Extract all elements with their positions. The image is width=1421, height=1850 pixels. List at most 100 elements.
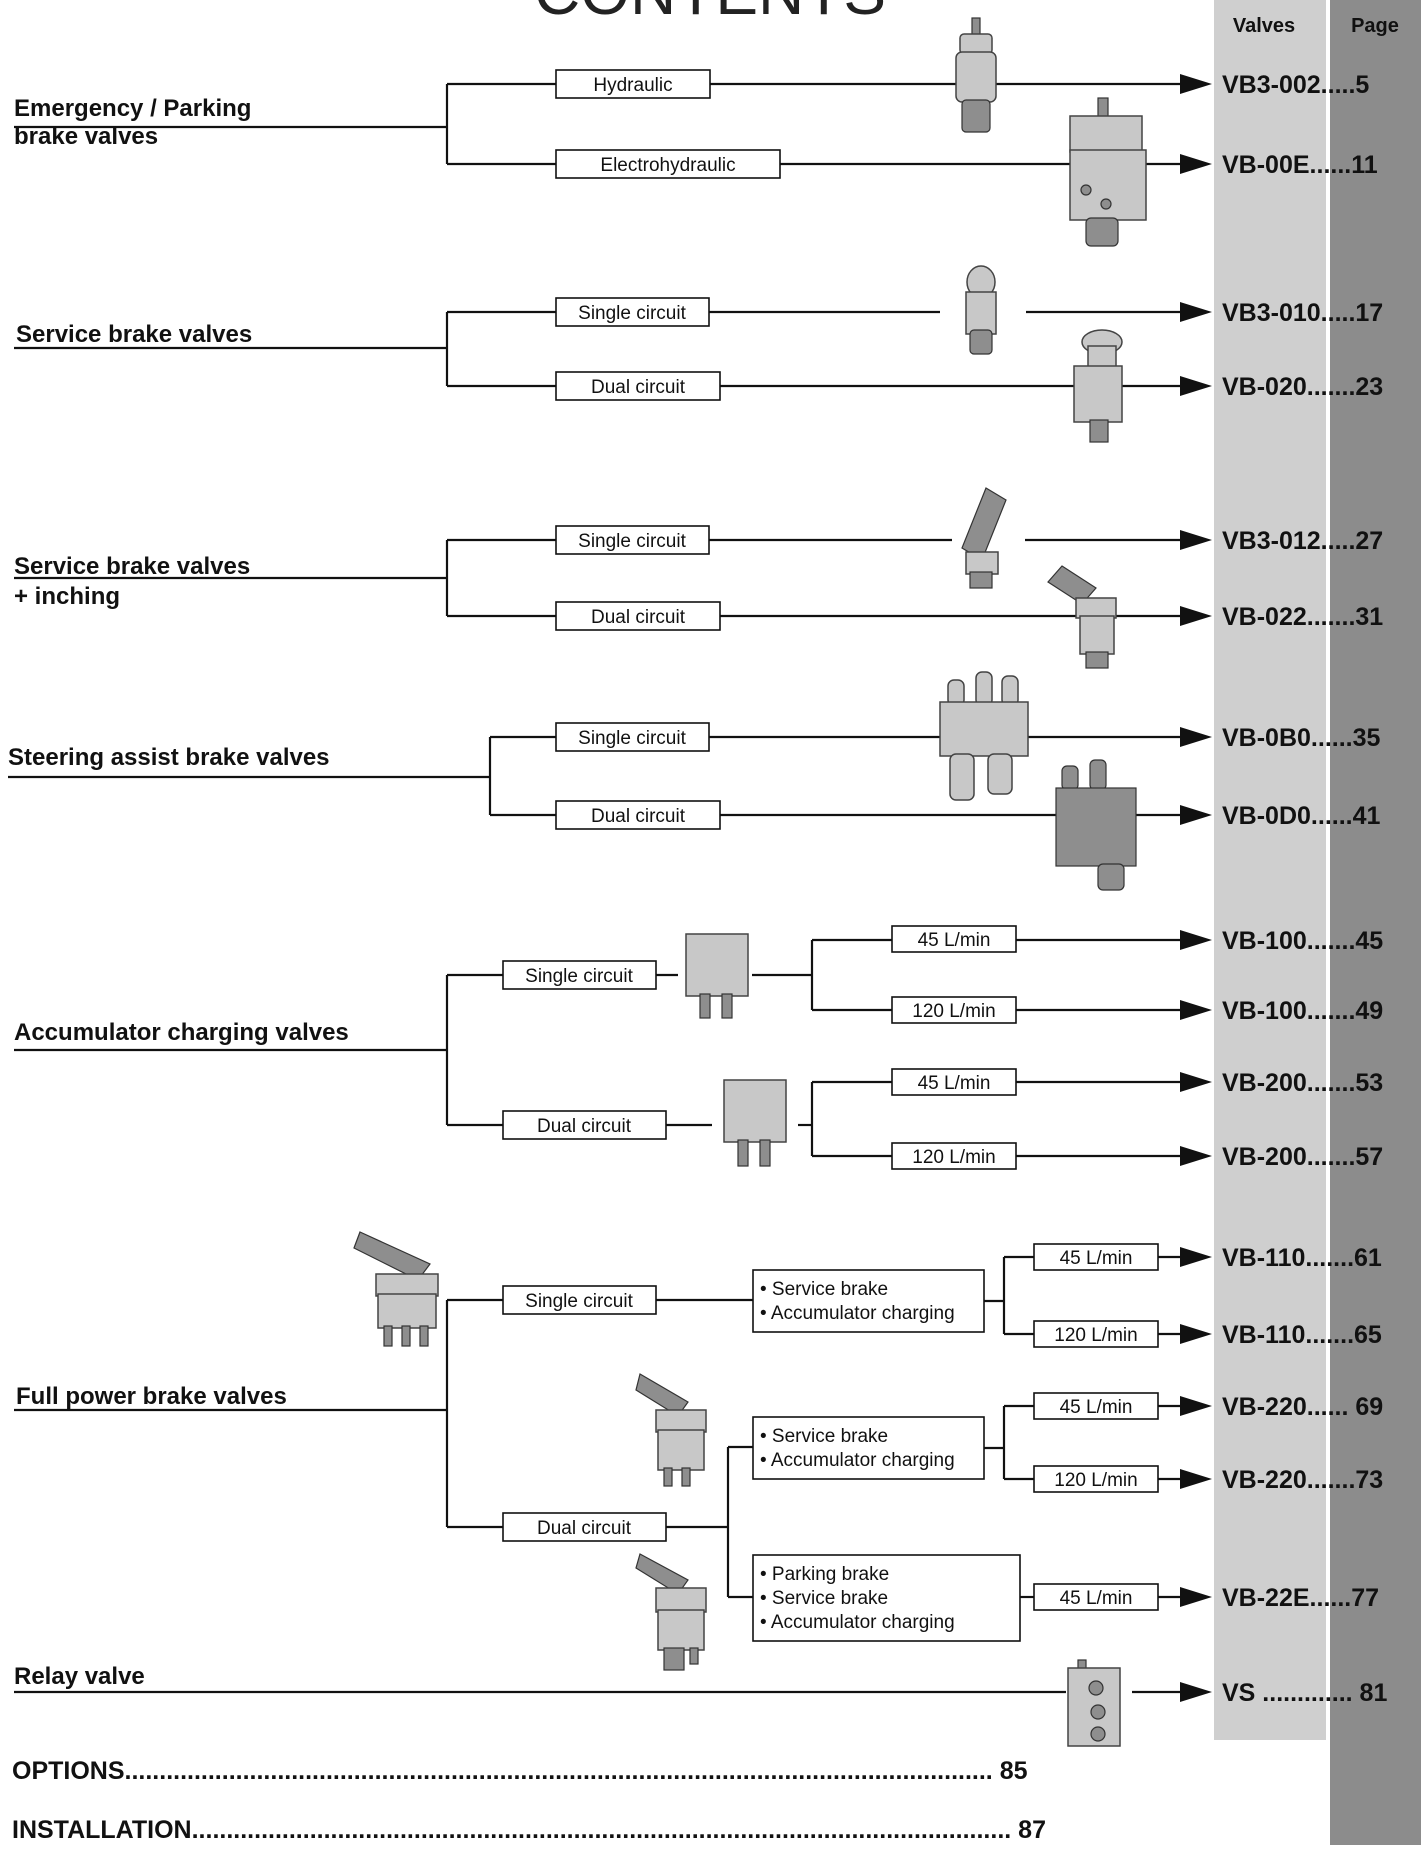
branch-box [502, 1285, 657, 1315]
valve-dots: ............. [1255, 1679, 1352, 1707]
branch-box [555, 297, 710, 327]
flow-label: 120 L/min [912, 1001, 995, 1022]
flow-label: 120 L/min [1054, 1325, 1137, 1346]
entry-arrowhead [1180, 1682, 1212, 1702]
valve-page: 53 [1355, 1069, 1383, 1097]
valve-entry: VB-020.......23 [1222, 373, 1383, 401]
entry-arrowhead [1180, 376, 1212, 396]
function-box [752, 1416, 985, 1480]
dual-pedal-valve-image [1047, 565, 1117, 669]
branch-label: Single circuit [525, 1291, 633, 1312]
valve-page: 27 [1355, 527, 1383, 555]
flow-label: 45 L/min [918, 1073, 991, 1094]
valve-page: 31 [1355, 603, 1383, 631]
function-line: • Service brake [760, 1279, 888, 1300]
valve-entry: VB-0B0......35 [1222, 724, 1381, 752]
valve-entry: VB-100.......49 [1222, 997, 1383, 1025]
valve-dots: ...... [1310, 1584, 1352, 1612]
entry-arrowhead [1180, 930, 1212, 950]
valve-entry: VB-110.......61 [1222, 1244, 1382, 1272]
valve-code: VB-0D0 [1222, 802, 1311, 830]
branch-label: Dual circuit [591, 806, 686, 827]
valve-code: VB-00E [1222, 151, 1310, 179]
valve-code: VB3-012 [1222, 527, 1321, 555]
single-steering-valve-image [939, 671, 1029, 801]
valve-entry: VB-110.......65 [1222, 1321, 1382, 1349]
valve-dots: ....... [1305, 1321, 1354, 1349]
valve-entry: VB-220.......73 [1222, 1466, 1383, 1494]
valve-dots: ...... [1307, 1393, 1349, 1421]
arrowheads [1180, 74, 1212, 1702]
flow-box [1033, 1320, 1159, 1348]
valve-dots: ....... [1305, 1244, 1354, 1272]
category-inching-line2: + inching [14, 583, 120, 610]
entry-arrowhead [1180, 530, 1212, 550]
valve-dots: ..... [1321, 299, 1356, 327]
branch-box [555, 800, 721, 830]
valve-page: 69 [1348, 1393, 1383, 1421]
flow-label: 120 L/min [1054, 1470, 1137, 1491]
category-service-brake: Service brake valves [16, 321, 252, 348]
valve-code: VB-0B0 [1222, 724, 1311, 752]
flow-label: 45 L/min [1060, 1588, 1133, 1609]
valves-column [1214, 0, 1326, 1740]
branch-box [555, 149, 781, 179]
flow-box [1033, 1583, 1159, 1611]
valve-code: VB-020 [1222, 373, 1307, 401]
valve-dots: ....... [1307, 1466, 1356, 1494]
valve-dots: ....... [1307, 1143, 1356, 1171]
valve-page: 81 [1353, 1679, 1388, 1707]
valve-page: 77 [1351, 1584, 1379, 1612]
flow-label: 45 L/min [1060, 1248, 1133, 1269]
full-power-dual-valve-image [635, 1373, 707, 1487]
options-dots: ........................................… [125, 1757, 993, 1785]
flow-label: 45 L/min [918, 930, 991, 951]
branch-label: Hydraulic [593, 75, 672, 96]
dual-steering-valve-image [1055, 759, 1137, 891]
electrohydraulic-valve-image [1069, 97, 1147, 247]
valve-page: 5 [1355, 71, 1369, 99]
function-line: • Accumulator charging [760, 1612, 955, 1633]
category-emergency-parking-line2: brake valves [14, 123, 158, 150]
branch-label: Single circuit [525, 966, 633, 987]
valve-entry: VB-022.......31 [1222, 603, 1383, 631]
category-emergency-parking-line1: Emergency / Parking [14, 95, 251, 122]
valve-code: VB-200 [1222, 1069, 1307, 1097]
branch-label: Dual circuit [591, 607, 686, 628]
category-accumulator: Accumulator charging valves [14, 1019, 349, 1046]
entry-arrowhead [1180, 74, 1212, 94]
branch-label: Single circuit [578, 728, 686, 749]
full-power-parking-valve-image [635, 1553, 707, 1671]
valve-entry: VB-220...... 69 [1222, 1393, 1383, 1421]
valve-dots: ....... [1307, 1069, 1356, 1097]
valves-column-header: Valves [1233, 15, 1295, 37]
entry-arrowhead [1180, 606, 1212, 626]
valve-page: 49 [1355, 997, 1383, 1025]
installation-dots: ........................................… [192, 1816, 1012, 1844]
page-column-header: Page [1351, 15, 1399, 37]
valve-entry: VB-22E......77 [1222, 1584, 1379, 1612]
branch-label: Single circuit [578, 303, 686, 324]
contents-title-visible: CONTENTS [534, 0, 886, 28]
valve-code: VB-110 [1222, 1321, 1305, 1349]
flow-box [891, 996, 1017, 1024]
branch-label: Dual circuit [537, 1518, 632, 1539]
valve-entry: VB-200.......57 [1222, 1143, 1383, 1171]
single-service-valve-image [965, 265, 997, 355]
branch-box [555, 722, 710, 752]
valve-entry: VB-200.......53 [1222, 1069, 1383, 1097]
single-pedal-valve-image [961, 487, 1007, 589]
entry-arrowhead [1180, 1469, 1212, 1489]
category-steering-assist: Steering assist brake valves [8, 744, 330, 771]
valve-code: VB-100 [1222, 927, 1307, 955]
valve-code: VB-022 [1222, 603, 1307, 631]
function-line: • Accumulator charging [760, 1303, 955, 1324]
branch-label: Electrohydraulic [600, 155, 735, 176]
branch-label: Single circuit [578, 531, 686, 552]
options-page: 85 [993, 1757, 1028, 1785]
hydraulic-parking-valve-image [955, 17, 997, 133]
valve-dots: ....... [1307, 927, 1356, 955]
entry-arrowhead [1180, 805, 1212, 825]
entry-arrowhead [1180, 727, 1212, 747]
